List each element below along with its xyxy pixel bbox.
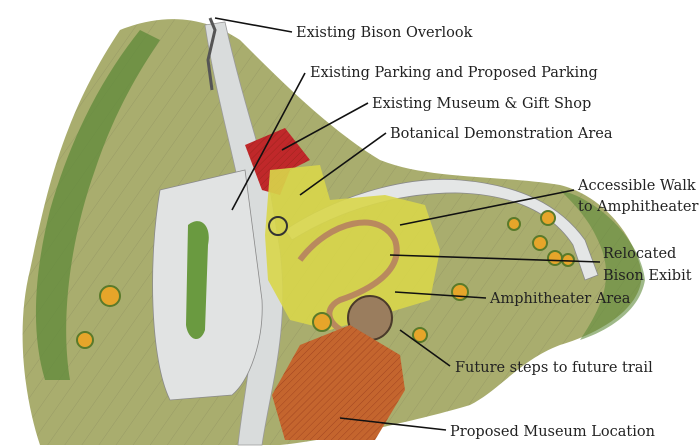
leader-bison-overlook <box>214 17 293 33</box>
plaza-circle <box>268 216 288 236</box>
leader-museum-gift-shop <box>281 102 369 151</box>
forest-edge-east <box>560 190 645 340</box>
label-parking: Existing Parking and Proposed Parking <box>310 65 598 81</box>
label-botanical: Botanical Demonstration Area <box>390 126 613 142</box>
label-museum-gift-shop: Existing Museum & Gift Shop <box>372 96 591 112</box>
label-accessible-walk-1: Accessible Walk <box>577 178 696 194</box>
leader-proposed-museum <box>339 417 447 431</box>
leader-future-steps <box>399 329 451 367</box>
label-proposed-museum: Proposed Museum Location <box>450 424 655 440</box>
botanical-garden <box>265 165 440 330</box>
leader-bison-exhibit <box>389 254 601 263</box>
leader-botanical <box>299 132 387 196</box>
label-accessible-walk-2: to Amphitheater <box>578 199 698 215</box>
forest-edge-west <box>35 30 161 380</box>
label-amphitheater: Amphitheater Area <box>489 291 631 307</box>
trees <box>76 210 575 349</box>
existing-museum-building-hatch <box>245 128 310 195</box>
leader-amphitheater <box>394 291 487 299</box>
leader-accessible-walk <box>399 189 575 226</box>
proposed-museum-hatch <box>272 325 405 440</box>
label-bison-exhibit-2: Bison Exibit <box>603 268 692 284</box>
label-bison-exhibit-1: Relocated <box>603 246 676 262</box>
leader-parking <box>231 72 306 211</box>
bison-overlook-trail <box>206 17 217 91</box>
amphitheater-path <box>297 219 400 338</box>
parking-island <box>186 221 209 340</box>
label-bison-overlook: Existing Bison Overlook <box>296 25 473 41</box>
label-future-steps: Future steps to future trail <box>455 360 653 376</box>
parking-lot <box>152 169 263 401</box>
